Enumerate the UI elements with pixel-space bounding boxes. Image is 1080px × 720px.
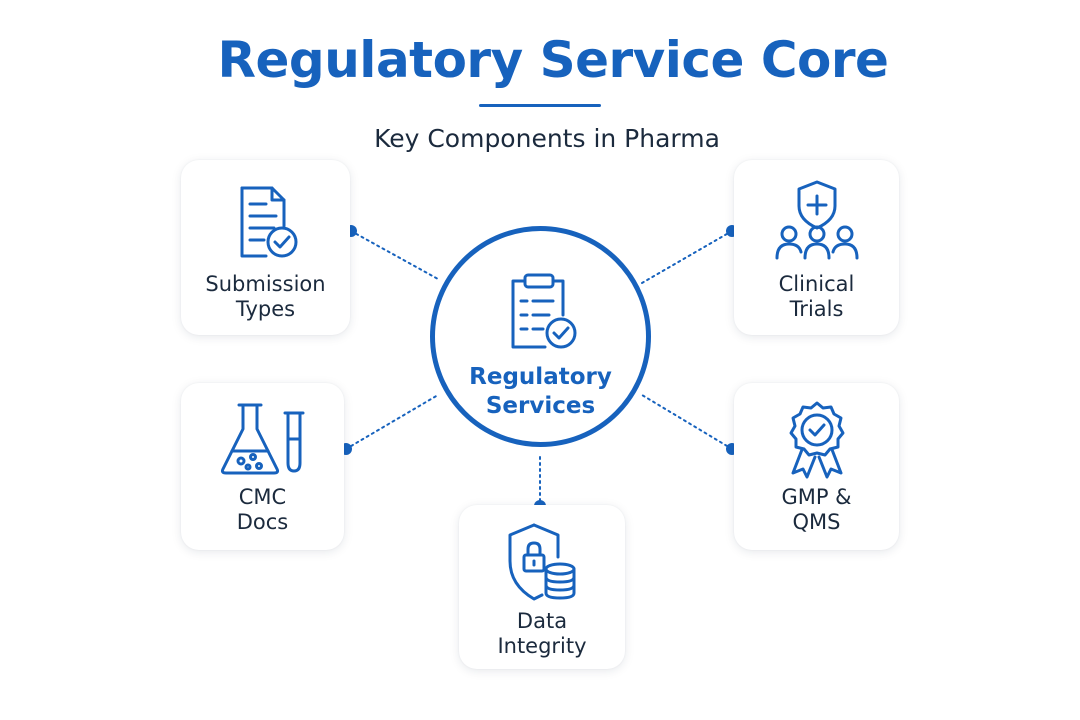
flask-test-tube-icon xyxy=(220,403,304,475)
component-label-data-integrity: Data Integrity xyxy=(497,609,587,658)
component-card-data-integrity[interactable]: Data Integrity xyxy=(459,505,625,669)
component-label-cmc-docs: CMC Docs xyxy=(236,485,289,534)
document-check-icon xyxy=(240,186,297,258)
component-label-gmp-qms: GMP & QMS xyxy=(781,485,852,534)
component-label-clinical-trials: Clinical Trials xyxy=(778,272,855,321)
component-card-gmp-qms[interactable]: GMP & QMS xyxy=(734,383,899,550)
connector-cmc-docs xyxy=(345,394,439,450)
component-card-clinical-trials[interactable]: Clinical Trials xyxy=(734,160,899,335)
shield-cross-people-icon xyxy=(775,180,858,260)
component-label-submission-types: Submission Types xyxy=(205,272,326,321)
shield-lock-database-icon xyxy=(508,523,576,601)
connector-gmp-qms xyxy=(641,394,733,450)
award-badge-icon xyxy=(789,401,844,479)
page-subtitle: Key Components in Pharma xyxy=(374,124,720,153)
connector-clinical-trials xyxy=(641,230,733,284)
title-divider xyxy=(479,104,601,107)
hub-label: Regulatory Services xyxy=(469,364,612,419)
connector-submission-types xyxy=(350,230,439,280)
component-card-cmc-docs[interactable]: CMC Docs xyxy=(181,383,344,550)
page-title: Regulatory Service Core xyxy=(217,31,889,89)
hub-regulatory-services[interactable]: Regulatory Services xyxy=(430,226,651,447)
clipboard-check-icon xyxy=(511,273,576,349)
component-card-submission-types[interactable]: Submission Types xyxy=(181,160,350,335)
